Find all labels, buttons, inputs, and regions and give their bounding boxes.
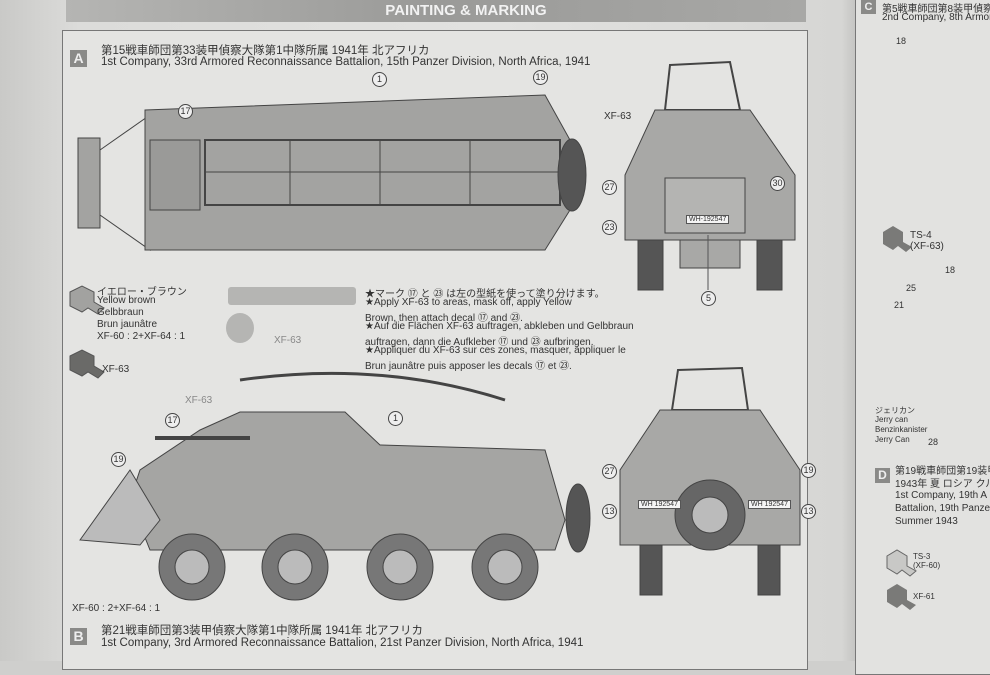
callout-27: 27 bbox=[602, 180, 617, 195]
callout-1-side: 1 bbox=[388, 411, 403, 426]
note-line: ★マーク ⑰ と ㉓ は左の型紙を使って塗り分けます。 bbox=[365, 289, 605, 300]
scheme-b-title-en: 1st Company, 3rd Armored Reconnaissance … bbox=[101, 637, 584, 649]
note-line: Brown, then attach decal ⑰ and ㉓. bbox=[365, 313, 523, 324]
callout-c-21: 21 bbox=[894, 300, 905, 310]
paint-chip-xf63 bbox=[69, 349, 105, 379]
callout-c-18: 18 bbox=[896, 36, 907, 46]
label-mix-side: XF-60 : 2+XF-64 : 1 bbox=[72, 603, 161, 614]
scheme-c-d-chips bbox=[883, 226, 917, 610]
rear-plate-left: WH 192547 bbox=[638, 500, 681, 509]
paint-xf63: XF-63 bbox=[102, 364, 130, 375]
scheme-d-paint2: XF-61 bbox=[913, 592, 935, 601]
scheme-a-badge: A bbox=[70, 50, 87, 67]
label-xf63-side-top: XF-63 bbox=[274, 335, 302, 346]
mask-template-round bbox=[226, 313, 254, 343]
callout-19-side: 19 bbox=[111, 452, 126, 467]
scheme-d-title-jp2: 1943年 夏 ロシア クルス bbox=[895, 479, 990, 490]
side-view-vehicle bbox=[79, 371, 591, 601]
scheme-c-title-en: 2nd Company, 8th Armored bbox=[882, 12, 990, 23]
paint-en: Yellow brown bbox=[97, 295, 156, 306]
note-line: ★Auf die Flächen XF-63 auftragen, abkleb… bbox=[365, 321, 634, 332]
callout-13-rear-left: 13 bbox=[602, 504, 617, 519]
paint-mix: XF-60 : 2+XF-64 : 1 bbox=[97, 331, 186, 342]
scheme-c-panel bbox=[855, 0, 990, 675]
paint-jp: イエロー・ブラウン bbox=[97, 287, 187, 298]
note-line: ★Appliquer du XF-63 sur ces zones, masqu… bbox=[365, 345, 626, 356]
scheme-d-paint1-sub: (XF-60) bbox=[913, 561, 941, 570]
callout-19: 19 bbox=[533, 70, 548, 85]
callout-30: 30 bbox=[770, 176, 785, 191]
scheme-d-badge: D bbox=[875, 468, 890, 483]
section-header: PAINTING & MARKING bbox=[66, 0, 806, 22]
callout-17: 17 bbox=[178, 104, 193, 119]
scheme-d-title-jp: 第19戦車師団第19装甲 bbox=[895, 466, 990, 477]
scheme-c-paint-sub: (XF-63) bbox=[910, 241, 944, 252]
scheme-c-paint: TS-4 bbox=[910, 230, 932, 241]
callout-19-rear: 19 bbox=[801, 463, 816, 478]
label-xf63-side: XF-63 bbox=[185, 395, 213, 406]
jerry-de: Benzinkanister bbox=[875, 425, 928, 434]
callout-27-rear: 27 bbox=[602, 464, 617, 479]
scheme-a-title-jp: 第15戦車師団第33装甲偵察大隊第1中隊所属 1941年 北アフリカ bbox=[101, 45, 430, 57]
scheme-d-title-en1: 1st Company, 19th A bbox=[895, 490, 988, 501]
callout-1: 1 bbox=[372, 72, 387, 87]
rear-plate-right: WH 192547 bbox=[748, 500, 791, 509]
jerry-jp: ジェリカン bbox=[875, 406, 915, 415]
front-plate: WH-192547 bbox=[686, 215, 730, 224]
callout-c-28: 28 bbox=[928, 437, 939, 447]
scheme-b-badge: B bbox=[70, 628, 87, 645]
paint-chip-yellow-brown bbox=[69, 285, 105, 315]
label-xf63-front: XF-63 bbox=[604, 111, 632, 122]
scheme-d-title-en3: Summer 1943 bbox=[895, 516, 958, 527]
scheme-c-title-jp: 第5戦車師団第8装甲偵察 bbox=[882, 4, 990, 15]
note-line: auftragen, dann die Aufkleber ⑰ und ㉓ au… bbox=[365, 337, 594, 348]
note-line: ★Apply XF-63 to areas, mask off, apply Y… bbox=[365, 297, 572, 308]
mask-template bbox=[228, 287, 356, 305]
top-view-vehicle bbox=[77, 94, 587, 251]
callout-c-25: 25 bbox=[906, 283, 917, 293]
rear-view-vehicle bbox=[619, 366, 801, 596]
callout-17-side: 17 bbox=[165, 413, 180, 428]
note-line: Brun jaunâtre puis apposer les decals ⑰ … bbox=[365, 361, 572, 372]
scheme-d-title-en2: Battalion, 19th Panzer bbox=[895, 503, 990, 514]
paint-de: Gelbbraun bbox=[97, 307, 144, 318]
jerry-en: Jerry can bbox=[875, 415, 908, 424]
callout-c-18b: 18 bbox=[945, 265, 956, 275]
callout-13-rear-right: 13 bbox=[801, 504, 816, 519]
scheme-b-title-jp: 第21戦車師団第3装甲偵察大隊第1中隊所属 1941年 北アフリカ bbox=[101, 625, 424, 637]
scheme-c-badge: C bbox=[861, 0, 876, 14]
paint-fr: Brun jaunâtre bbox=[97, 319, 158, 330]
scheme-d-paint1: TS-3 bbox=[913, 552, 931, 561]
callout-5: 5 bbox=[701, 291, 716, 306]
scheme-a-title-en: 1st Company, 33rd Armored Reconnaissance… bbox=[101, 56, 591, 68]
jerry-fr: Jerry Can bbox=[875, 435, 910, 444]
callout-23: 23 bbox=[602, 220, 617, 235]
